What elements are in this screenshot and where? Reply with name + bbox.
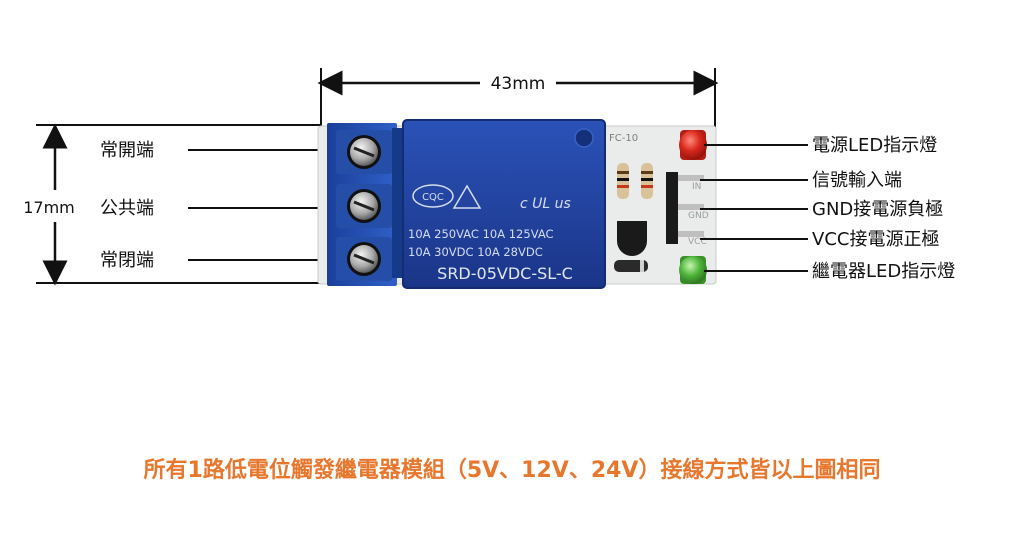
relay-ul-logo: c UL us <box>520 196 571 212</box>
transistor <box>617 221 647 256</box>
relay-body: CQC c UL us 10A 250VAC 10A 125VAC 10A 30… <box>402 119 606 289</box>
label-relay-led: 繼電器LED指示燈 <box>812 261 955 282</box>
header-pins: IN GND VCC <box>666 172 709 247</box>
height-label: 17mm <box>23 198 75 217</box>
resistor-1 <box>617 163 629 199</box>
relay-cqc-logo: CQC <box>422 192 444 203</box>
pin-label-gnd: GND <box>688 211 709 221</box>
relay-rating-line2: 10A 30VDC 10A 28VDC <box>408 245 543 259</box>
label-normally-closed: 常閉端 <box>100 250 154 271</box>
resistor-2 <box>641 163 653 199</box>
screw-icon <box>336 130 392 174</box>
left-labels: 常開端 公共端 常閉端 <box>100 140 330 271</box>
label-common: 公共端 <box>100 198 154 219</box>
relay-rating-line1: 10A 250VAC 10A 125VAC <box>408 227 554 241</box>
diode <box>614 260 648 272</box>
relay-led <box>679 256 707 284</box>
wiring-caption: 所有1路低電位觸發繼電器模組（5V、12V、24V）接線方式皆以上圖相同 <box>143 458 881 483</box>
label-normally-open: 常開端 <box>100 140 154 161</box>
screw-icon <box>336 237 392 281</box>
right-labels: 電源LED指示燈 信號輸入端 GND接電源負極 VCC接電源正極 繼電器LED指… <box>812 135 955 282</box>
screw-icon <box>336 184 392 228</box>
height-dimension: 17mm <box>23 123 320 286</box>
silk-top-label: FC-10 <box>609 133 638 144</box>
relay-module-board: CQC c UL us 10A 250VAC 10A 125VAC 10A 30… <box>317 119 717 289</box>
label-power-led: 電源LED指示燈 <box>812 135 937 156</box>
label-signal-input: 信號輸入端 <box>812 170 902 191</box>
pin-label-vcc: VCC <box>688 237 707 247</box>
power-led <box>679 130 707 160</box>
label-gnd: GND接電源負極 <box>812 199 943 220</box>
label-vcc: VCC接電源正極 <box>812 229 939 250</box>
pin-label-in: IN <box>692 182 701 192</box>
control-circuit: FC-10 <box>609 130 709 284</box>
width-dimension: 43mm <box>317 68 719 135</box>
width-label: 43mm <box>491 74 546 94</box>
right-leader-lines <box>700 144 808 272</box>
screw-terminal-block <box>327 123 406 286</box>
relay-model: SRD-05VDC-SL-C <box>437 264 573 283</box>
